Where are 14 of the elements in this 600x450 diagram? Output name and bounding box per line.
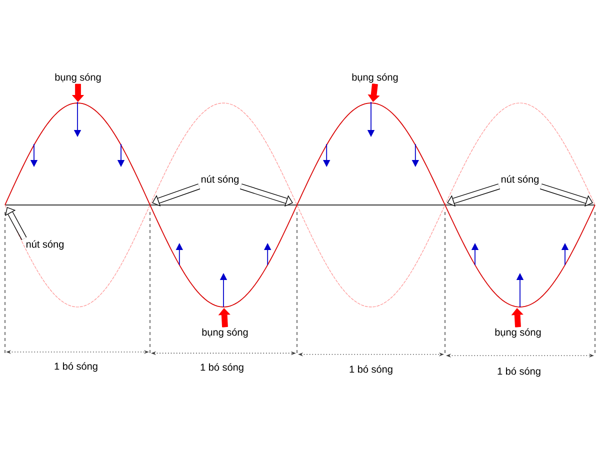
segment-label: 1 bó sóng bbox=[54, 362, 98, 372]
wave-label: nút sóng bbox=[26, 240, 64, 250]
segment-label: 1 bó sóng bbox=[350, 365, 392, 375]
wave-label: bụng sóng bbox=[55, 73, 101, 83]
pointer-arrow bbox=[447, 184, 500, 207]
pointer-arrow bbox=[5, 207, 27, 240]
wave-label: bụng sóng bbox=[352, 73, 398, 83]
wave-label: nút sóng bbox=[201, 175, 239, 185]
segment-label: 1 bó sóng bbox=[200, 363, 244, 373]
segment-label: 1 bó sóng bbox=[498, 367, 540, 377]
wave-label: bụng sóng bbox=[202, 328, 248, 338]
wave-label: bụng sóng bbox=[495, 328, 541, 338]
wave-label: nút sóng bbox=[501, 175, 539, 185]
pointer-arrow bbox=[152, 184, 200, 206]
